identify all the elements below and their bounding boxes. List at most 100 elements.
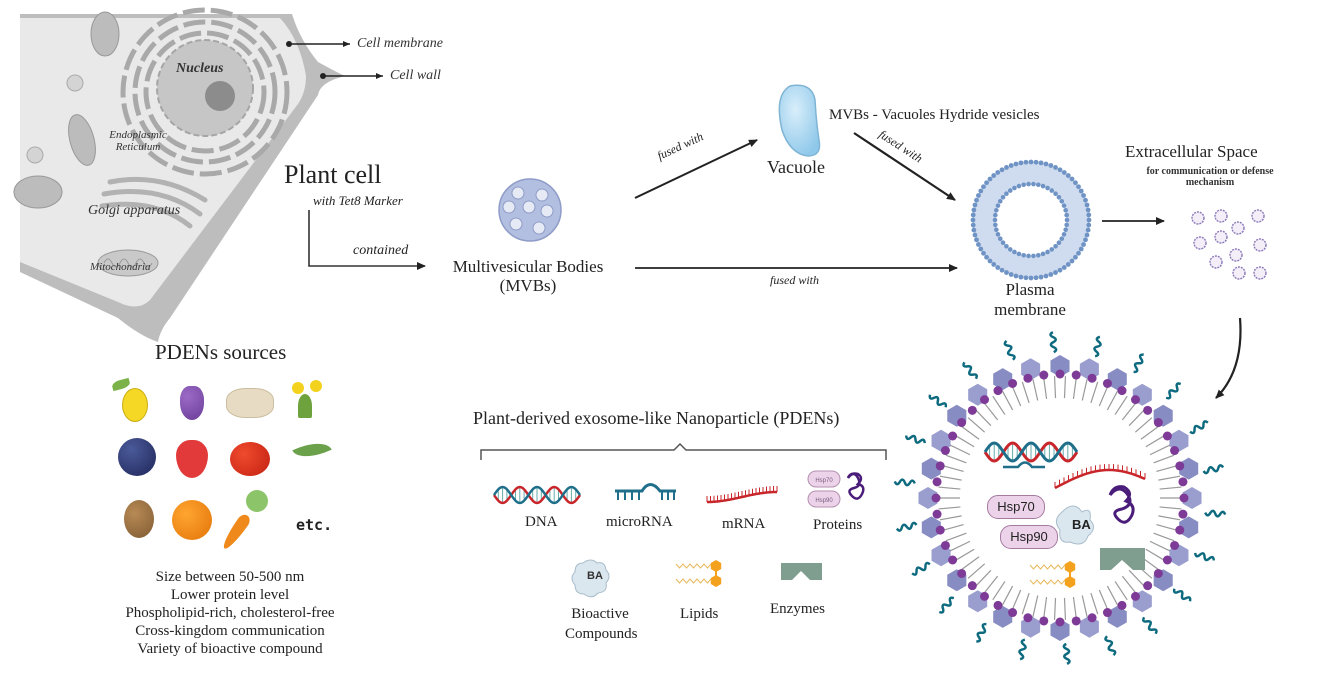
phospholipid-head (931, 493, 941, 503)
strawberry-icon (176, 440, 208, 478)
cargo-microrna (1003, 461, 1045, 469)
phospholipid-head (940, 446, 950, 456)
phospholipid-head (935, 461, 945, 471)
blueberry-icon (118, 438, 156, 476)
membrane-protein (1182, 487, 1202, 509)
property-item: Size between 50-500 nm (155, 569, 305, 585)
plant-cell-title: Plant cell (284, 160, 382, 189)
contained-label: contained (353, 243, 409, 258)
phospholipid-head (993, 600, 1003, 610)
phospholipid-head (1071, 616, 1081, 626)
er-label: Endoplasmic Reticulum (109, 129, 167, 153)
cargo-mrna (1054, 468, 1146, 490)
bioactive-compound-icon (571, 559, 610, 598)
glycan (928, 394, 948, 408)
proteins-label: Proteins (813, 517, 863, 533)
ba-badge: BA (587, 570, 603, 582)
grapes-icon (180, 386, 204, 420)
mrna-label: mRNA (722, 516, 766, 532)
glycan (1172, 588, 1192, 602)
phospholipid-head (1008, 608, 1018, 618)
plasma-membrane-line2: membrane (994, 300, 1066, 319)
svg-text:Hsp90: Hsp90 (815, 498, 833, 504)
glycan (895, 521, 918, 532)
phospholipid-head (957, 568, 967, 578)
plasma-membrane-line1: Plasma (1005, 280, 1055, 299)
phospholipid-head (1102, 608, 1112, 618)
bioactive-line1: Bioactive (571, 606, 629, 622)
enzymes-label: Enzymes (770, 601, 825, 617)
extracellular-vesicles (1191, 209, 1267, 280)
phospholipid-head (980, 395, 990, 405)
membrane-protein (1107, 368, 1127, 391)
phospholipid-head (1023, 373, 1033, 383)
glycan (938, 596, 955, 614)
chloroplast-shape (68, 114, 96, 166)
membrane-protein (921, 457, 941, 480)
phospholipid-head (967, 581, 977, 591)
orange-icon (172, 500, 212, 540)
big-ba-badge: BA (1072, 517, 1091, 532)
membrane-protein (1107, 605, 1127, 628)
vacuole-label: Vacuole (767, 157, 825, 177)
glycan (893, 478, 916, 487)
property-item: Lower protein level (170, 587, 290, 603)
membrane-protein (921, 516, 941, 539)
pden-cargo (983, 441, 1146, 588)
phospholipid-head (993, 386, 1003, 396)
arrow-mvb-to-vacuole (634, 139, 758, 199)
glycan (1204, 509, 1227, 518)
mitochondria-label: Mitochondria (90, 261, 151, 273)
phospholipid-head (1170, 540, 1180, 550)
vacuole-illustration (778, 84, 821, 157)
cell-membrane-label: Cell membrane (357, 36, 443, 51)
phospholipid-head (1143, 581, 1153, 591)
endoplasmic-reticulum-shape (120, 7, 290, 177)
arrow-extracellular-to-pden (1215, 317, 1242, 399)
phospholipid-head (1153, 418, 1163, 428)
contained-arrow (308, 210, 426, 270)
glycan (1194, 552, 1216, 562)
membrane-protein (1179, 516, 1199, 539)
phospholipid-head (948, 555, 958, 565)
glycan (962, 361, 978, 380)
phospholipid-head (1162, 431, 1172, 441)
extracellular-space-subtitle: for communication or defense mechanism (1120, 166, 1300, 188)
phospholipid-head (932, 477, 942, 487)
phospholipid-head (957, 418, 967, 428)
glycan (976, 622, 987, 643)
hsp90-badge: Hsp90 (1000, 525, 1058, 549)
property-item: Phospholipid-rich, cholesterol-free (125, 605, 335, 621)
extracellular-vesicle (1229, 248, 1243, 262)
extracellular-vesicle (1232, 266, 1246, 280)
phospholipid-head (1102, 378, 1112, 388)
mvb-label-line1: Multivesicular Bodies (452, 257, 604, 276)
pdens-sources-title: PDENs sources (155, 340, 287, 364)
phospholipid-head (1130, 591, 1140, 601)
phospholipid-head (967, 405, 977, 415)
membrane-protein (993, 605, 1013, 628)
chloroplast-shape (13, 175, 63, 209)
glycan (1049, 331, 1058, 354)
phospholipid-head (1087, 613, 1097, 623)
property-item: Cross-kingdom communication (135, 623, 325, 639)
glycan (1093, 335, 1102, 358)
glycan (1142, 616, 1158, 635)
phospholipid-head (932, 509, 942, 519)
etc-label: etc. (296, 516, 333, 534)
svg-text:Hsp70: Hsp70 (815, 478, 833, 484)
glycan (1062, 642, 1071, 665)
lemon-icon (122, 388, 148, 422)
cargo-bioactive (1056, 505, 1094, 545)
phospholipid-head (1143, 405, 1153, 415)
phospholipid-head (1130, 395, 1140, 405)
extracellular-vesicle (1253, 266, 1267, 280)
plant-cell-illustration (13, 7, 383, 342)
plant-cell-subtitle: with Tet8 Marker (313, 193, 403, 208)
mvb-label-line2: (MVBs) (499, 276, 557, 295)
membrane-protein (918, 487, 938, 509)
dna-label: DNA (525, 514, 558, 530)
phospholipid-head (1023, 613, 1033, 623)
phospholipid-head (1162, 555, 1172, 565)
mvb-illustration (498, 178, 562, 242)
